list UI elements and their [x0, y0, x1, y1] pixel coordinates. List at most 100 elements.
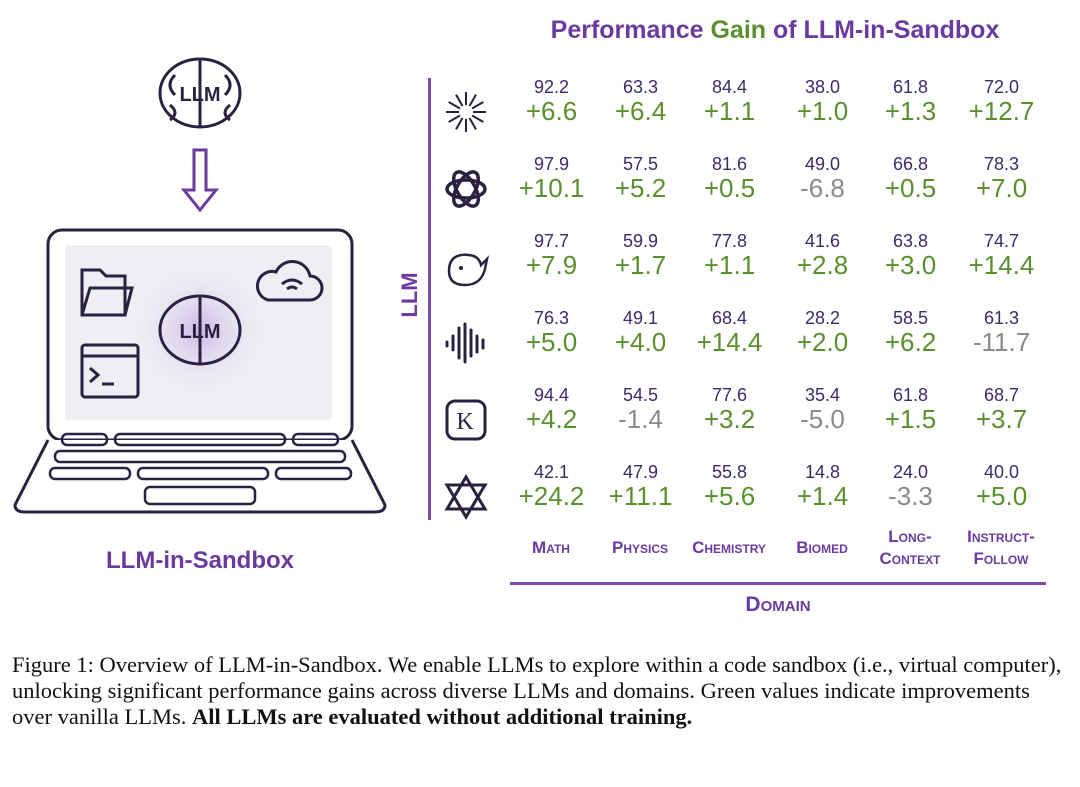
- gain-value: +1.3: [884, 96, 937, 126]
- folder-icon: [80, 268, 134, 317]
- column-label: Math: [501, 537, 601, 559]
- table-cell: 61.3-11.7: [954, 308, 1049, 358]
- gain-value: +5.2: [614, 173, 667, 203]
- gain-value: +1.1: [703, 250, 756, 280]
- gain-value: +12.7: [968, 96, 1035, 126]
- base-score: 49.0: [804, 154, 841, 174]
- base-score: 81.6: [711, 154, 748, 174]
- llm-axis-line: [428, 78, 431, 520]
- down-arrow-icon: [180, 148, 220, 213]
- base-score: 35.4: [804, 385, 841, 405]
- table-cell: 24.0-3.3: [863, 462, 958, 512]
- column-label-line: Follow: [973, 549, 1029, 568]
- gain-value: +6.6: [525, 96, 578, 126]
- whale-logo-icon: [443, 243, 490, 289]
- table-cell: 92.2+6.6: [504, 77, 599, 127]
- llm-in-sandbox-label: LLM-in-Sandbox: [106, 547, 294, 574]
- column-label: Physics: [590, 537, 690, 559]
- table-cell: 49.0-6.8: [775, 154, 870, 204]
- base-score: 47.9: [622, 462, 659, 482]
- gain-value: -3.3: [888, 481, 933, 511]
- caption-text: Figure 1: Overview of LLM-in-Sandbox. We…: [12, 652, 1062, 729]
- table-cell: 76.3+5.0: [504, 308, 599, 358]
- title-part: Performance: [550, 16, 704, 44]
- table-cell: 57.5+5.2: [593, 154, 688, 204]
- gain-value: +1.7: [614, 250, 667, 280]
- table-cell: 38.0+1.0: [775, 77, 870, 127]
- gain-value: +6.4: [614, 96, 667, 126]
- base-score: 49.1: [622, 308, 659, 328]
- base-score: 61.3: [983, 308, 1020, 328]
- table-cell: 77.8+1.1: [682, 231, 777, 281]
- gain-value: +3.7: [975, 404, 1028, 434]
- base-score: 57.5: [622, 154, 659, 174]
- column-label-line: Biomed: [796, 538, 848, 557]
- gain-value: +5.6: [703, 481, 756, 511]
- domain-axis-label: Domain: [745, 593, 811, 616]
- column-label: Biomed: [772, 537, 872, 559]
- gain-value: +11.1: [608, 481, 673, 511]
- domain-axis-line: [510, 582, 1046, 585]
- column-label-line: Physics: [611, 538, 669, 557]
- column-label: Chemistry: [679, 537, 779, 559]
- table-cell: 66.8+0.5: [863, 154, 958, 204]
- table-cell: 41.6+2.8: [775, 231, 870, 281]
- table-cell: 81.6+0.5: [682, 154, 777, 204]
- table-cell: 97.9+10.1: [504, 154, 599, 204]
- terminal-icon: [80, 343, 140, 399]
- sparkle-logo-icon: [443, 89, 489, 135]
- gain-value: +2.0: [796, 327, 849, 357]
- table-cell: 84.4+1.1: [682, 77, 777, 127]
- svg-text:K: K: [456, 409, 474, 435]
- table-cell: 63.8+3.0: [863, 231, 958, 281]
- base-score: 28.2: [804, 308, 841, 328]
- gain-value: +0.5: [703, 173, 756, 203]
- table-cell: 55.8+5.6: [682, 462, 777, 512]
- laptop-illustration: LLM LLM: [13, 57, 387, 514]
- gain-value: -11.7: [972, 327, 1031, 357]
- gain-value: +10.1: [518, 173, 585, 203]
- base-score: 24.0: [892, 462, 929, 482]
- gain-value: +1.4: [796, 481, 849, 511]
- base-score: 41.6: [804, 231, 841, 251]
- table-cell: 74.7+14.4: [954, 231, 1049, 281]
- base-score: 63.3: [622, 77, 659, 97]
- gain-value: +5.0: [975, 481, 1028, 511]
- base-score: 14.8: [804, 462, 841, 482]
- base-score: 55.8: [711, 462, 748, 482]
- base-score: 78.3: [983, 154, 1020, 174]
- column-label-line: Instruct-: [967, 527, 1035, 546]
- table-cell: 61.8+1.3: [863, 77, 958, 127]
- column-label-line: Math: [532, 538, 570, 557]
- gain-value: -5.0: [800, 404, 845, 434]
- table-cell: 42.1+24.2: [504, 462, 599, 512]
- table-cell: 49.1+4.0: [593, 308, 688, 358]
- llm-axis-label: LLM: [397, 272, 422, 318]
- base-score: 42.1: [533, 462, 570, 482]
- column-label-line: Long-: [888, 527, 932, 546]
- openai-logo-icon: [443, 166, 489, 212]
- base-score: 72.0: [983, 77, 1020, 97]
- table-cell: 54.5-1.4: [593, 385, 688, 435]
- base-score: 68.7: [983, 385, 1020, 405]
- column-label-line: Context: [879, 549, 941, 568]
- gain-value: +1.0: [796, 96, 849, 126]
- gain-value: +1.1: [703, 96, 756, 126]
- gain-value: +24.2: [518, 481, 585, 511]
- gain-value: +6.2: [884, 327, 937, 357]
- table-cell: 78.3+7.0: [954, 154, 1049, 204]
- gain-value: +7.0: [975, 173, 1028, 203]
- figure-caption: Figure 1: Overview of LLM-in-Sandbox. We…: [12, 652, 1072, 730]
- keyboard: [48, 432, 353, 506]
- table-cell: 94.4+4.2: [504, 385, 599, 435]
- column-label: Instruct- Follow: [951, 526, 1051, 570]
- gain-value: -6.8: [800, 173, 845, 203]
- table-cell: 72.0+12.7: [954, 77, 1049, 127]
- table-cell: 59.9+1.7: [593, 231, 688, 281]
- brain-icon: [158, 294, 242, 366]
- table-cell: 14.8+1.4: [775, 462, 870, 512]
- table-cell: 77.6+3.2: [682, 385, 777, 435]
- gain-value: +14.4: [968, 250, 1035, 280]
- column-label: Long- Context: [860, 526, 960, 570]
- title-part: Gain: [710, 16, 767, 44]
